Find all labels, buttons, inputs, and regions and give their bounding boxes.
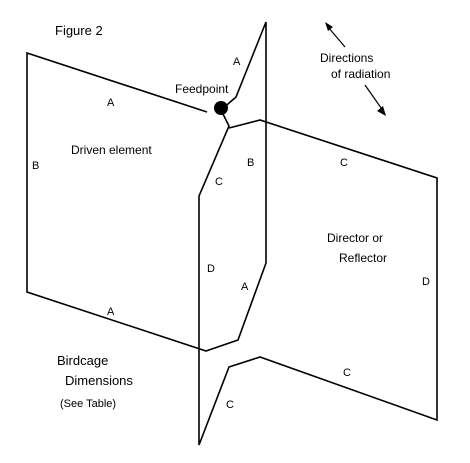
caption-line-2: Dimensions	[65, 373, 133, 388]
director-label-1: Director or	[327, 231, 383, 245]
figure-title: Figure 2	[55, 23, 103, 38]
radiation-arrow-up	[327, 26, 346, 48]
director-label-2: Reflector	[339, 251, 387, 265]
arrow-head-up-icon	[325, 22, 333, 31]
dim-label-d: D	[207, 263, 215, 275]
caption-line-1: Birdcage	[57, 353, 108, 368]
dim-label-c: C	[215, 176, 223, 188]
dim-label-b: B	[247, 157, 254, 169]
dim-label-a: A	[107, 306, 115, 318]
feedpoint-dot	[214, 101, 228, 115]
driven-element-label: Driven element	[71, 143, 152, 157]
feedpoint-label: Feedpoint	[175, 82, 229, 96]
dim-label-b: B	[32, 160, 39, 172]
dim-label-a: A	[233, 56, 241, 68]
dim-label-c: C	[226, 399, 234, 411]
caption-line-3: (See Table)	[60, 398, 116, 410]
arrow-head-down-icon	[377, 106, 386, 116]
radiation-label-1: Directions	[320, 51, 373, 65]
driven-element-outline	[26, 21, 267, 352]
radiation-arrow-down	[364, 84, 385, 113]
dim-label-c: C	[343, 367, 351, 379]
dim-label-a: A	[107, 97, 115, 109]
dim-label-d: D	[422, 276, 430, 288]
radiation-label-2: of radiation	[331, 67, 390, 81]
director-outline	[198, 109, 438, 446]
dim-label-c: C	[340, 157, 348, 169]
dim-label-a: A	[241, 281, 249, 293]
